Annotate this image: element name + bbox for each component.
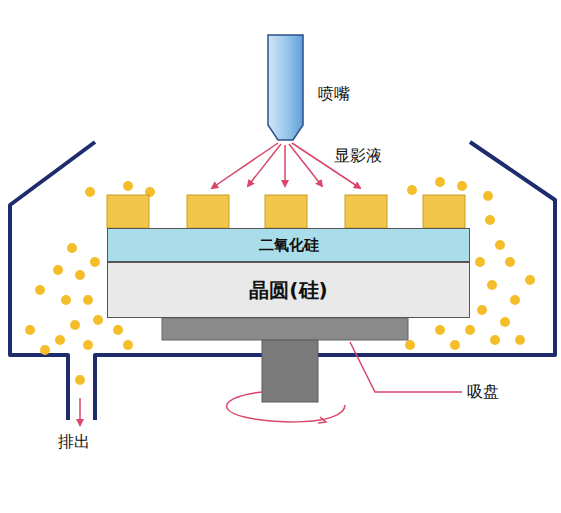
oxide-layer: 二氧化硅 (107, 228, 470, 262)
rotation-arrowhead (318, 417, 326, 423)
developer-label: 显影液 (334, 146, 382, 167)
drain-arrow (79, 398, 81, 425)
drain-label: 排出 (58, 432, 90, 453)
layer-label: 二氧化硅 (259, 236, 319, 255)
chuck-label: 吸盘 (467, 382, 499, 403)
rotation-arrow (227, 392, 345, 422)
chuck-plate (162, 318, 408, 340)
nozzle (268, 35, 303, 140)
chuck-stem (262, 340, 318, 402)
bowl-outline (10, 142, 555, 420)
wafer-layer: 晶圆(硅) (107, 262, 470, 318)
resist-pattern (107, 195, 465, 228)
chuck-leader (350, 342, 462, 392)
layer-label: 晶圆(硅) (249, 277, 327, 304)
nozzle-label: 喷嘴 (318, 84, 350, 105)
